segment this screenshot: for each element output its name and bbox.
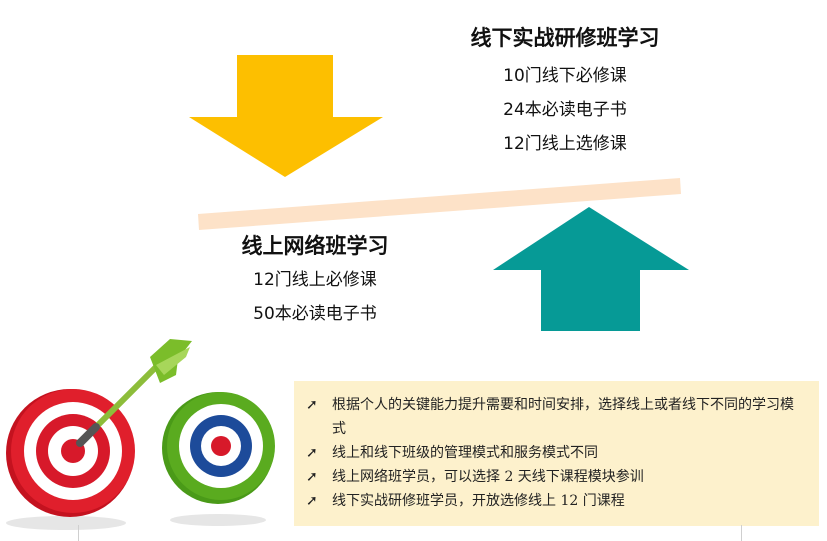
- offline-class-item: 24本必读电子书: [503, 100, 627, 120]
- list-item: ➚ 线上网络班学员，可以选择 2 天线下课程模块参训: [306, 465, 805, 489]
- offline-class-title: 线下实战研修班学习: [470, 26, 660, 50]
- red-target-icon: [6, 339, 192, 530]
- note-text: 线上和线下班级的管理模式和服务模式不同: [332, 445, 598, 461]
- up-arrow: [493, 207, 689, 331]
- arrow-up-right-icon: ➚: [306, 445, 318, 461]
- list-item: ➚ 线上和线下班级的管理模式和服务模式不同: [306, 441, 805, 465]
- arrow-up-right-icon: ➚: [306, 469, 318, 485]
- offline-class-block: 线下实战研修班学习 10门线下必修课 24本必读电子书 12门线上选修课: [470, 25, 660, 161]
- divider: [741, 525, 742, 541]
- note-text: 线上网络班学员，可以选择 2 天线下课程模块参训: [332, 469, 644, 485]
- note-text: 线下实战研修班学员，开放选修线上 12 门课程: [332, 493, 625, 509]
- arrow-up-right-icon: ➚: [306, 397, 318, 413]
- online-class-block: 线上网络班学习 12门线上必修课 50本必读电子书: [215, 233, 415, 331]
- list-item: ➚ 根据个人的关键能力提升需要和时间安排，选择线上或者线下不同的学习模式: [306, 393, 805, 441]
- list-item: ➚ 线下实战研修班学员，开放选修线上 12 门课程: [306, 489, 805, 513]
- offline-class-item: 10门线下必修课: [503, 66, 627, 86]
- green-target-icon: [162, 392, 275, 526]
- offline-class-item: 12门线上选修课: [503, 134, 627, 154]
- online-class-title: 线上网络班学习: [241, 234, 389, 258]
- arrow-up-right-icon: ➚: [306, 493, 318, 509]
- online-class-item: 50本必读电子书: [253, 304, 377, 324]
- seesaw-bar: [198, 178, 681, 230]
- online-class-item: 12门线上必修课: [253, 270, 377, 290]
- divider: [78, 525, 79, 541]
- notes-panel: ➚ 根据个人的关键能力提升需要和时间安排，选择线上或者线下不同的学习模式 ➚ 线…: [294, 381, 819, 526]
- note-text: 根据个人的关键能力提升需要和时间安排，选择线上或者线下不同的学习模式: [332, 397, 794, 437]
- down-arrow: [189, 55, 383, 177]
